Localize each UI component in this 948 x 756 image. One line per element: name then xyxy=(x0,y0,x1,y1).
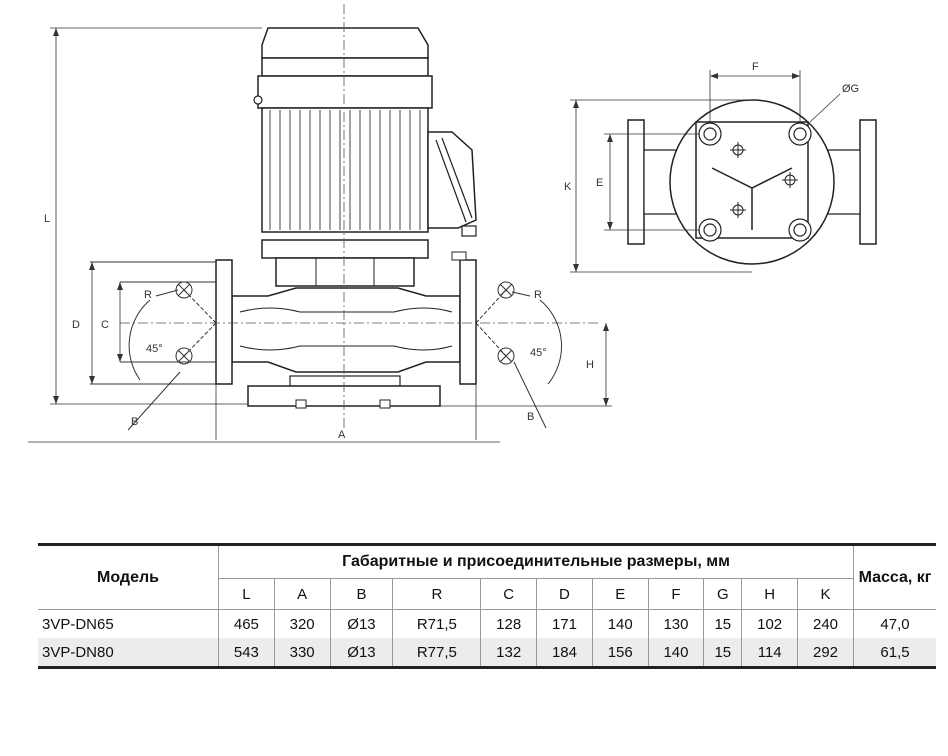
dim-label-angle-right: 45° xyxy=(530,347,547,359)
col-header: C xyxy=(480,578,538,610)
pump-front-view xyxy=(215,27,477,409)
value-cell: 184 xyxy=(536,638,593,668)
value-cell: 15 xyxy=(703,638,743,668)
dim-label-F: F xyxy=(752,61,759,73)
col-header: B xyxy=(330,578,394,610)
col-header: K xyxy=(820,585,831,603)
value-cell: 102 xyxy=(741,609,799,638)
dim-label-C: C xyxy=(101,319,109,331)
value-cell: 465 xyxy=(218,609,275,638)
table-header-row: Модель Габаритные и присоединительные ра… xyxy=(38,544,936,610)
col-header: D xyxy=(536,578,593,610)
dim-label-A: A xyxy=(338,429,346,441)
model-cell: 3VP-DN80 xyxy=(38,638,219,668)
dim-label-G: ØG xyxy=(842,83,859,95)
col-header: G xyxy=(703,578,743,610)
value-cell: Ø13 xyxy=(330,638,394,668)
value-cell: 240 xyxy=(813,615,839,633)
value-cell: 292 xyxy=(797,638,854,668)
dim-label-R-left: R xyxy=(144,289,152,301)
flange-bolt-detail-right xyxy=(475,281,562,429)
value-cell: R77,5 xyxy=(392,638,482,668)
value-cell: 330 xyxy=(274,638,331,668)
dimensions-table: Модель Габаритные и присоединительные ра… xyxy=(38,543,936,669)
value-cell: Ø13 xyxy=(330,609,394,638)
model-cell: 3VP-DN65 xyxy=(38,609,219,638)
table-row: 3VP-DN65 465 320 Ø13 R71,5 128 171 140 1… xyxy=(38,609,936,638)
value-cell: 114 xyxy=(741,638,799,668)
dim-label-B-left: B xyxy=(131,416,138,428)
dim-label-D: D xyxy=(72,319,80,331)
value-cell: 15 xyxy=(703,609,743,638)
value-cell: 140 xyxy=(592,609,649,638)
mass-cell: 61,5 xyxy=(853,638,936,668)
dim-label-H: H xyxy=(586,359,594,371)
dim-label-R-right: R xyxy=(534,289,542,301)
col-header: H xyxy=(741,578,799,610)
pump-dimension-drawing: L D C R R 45° 45° B B A H K E F ØG xyxy=(28,4,877,443)
value-cell: R71,5 xyxy=(392,609,482,638)
table-subheader-row: L A B R C D E F G H K xyxy=(38,578,936,610)
col-header: L xyxy=(218,578,275,610)
value-cell: 543 xyxy=(218,638,275,668)
dim-label-B-right: B xyxy=(527,411,534,423)
col-header: R xyxy=(392,578,482,610)
value-cell: 130 xyxy=(648,609,705,638)
col-header: E xyxy=(592,578,649,610)
value-cell: 128 xyxy=(480,609,538,638)
dim-label-angle-left: 45° xyxy=(146,343,163,355)
flange-bolt-detail-left xyxy=(90,261,217,431)
dim-label-K: K xyxy=(564,181,572,193)
mass-cell: 47,0 xyxy=(853,609,936,638)
pump-top-view xyxy=(627,99,877,265)
value-cell: 132 xyxy=(480,638,538,668)
value-cell: 140 xyxy=(648,638,705,668)
col-header: F xyxy=(648,578,705,610)
value-cell: 156 xyxy=(592,638,649,668)
model-column-header: Модель xyxy=(38,544,219,610)
col-header: A xyxy=(274,578,331,610)
table-row: 3VP-DN80 543 330 Ø13 R77,5 132 184 156 1… xyxy=(38,638,936,668)
mass-column-header: Масса, кг xyxy=(853,544,936,610)
dim-label-E: E xyxy=(596,177,603,189)
value-cell: 171 xyxy=(536,609,593,638)
value-cell: 320 xyxy=(274,609,331,638)
dimensions-group-header: Габаритные и присоединительные размеры, … xyxy=(218,544,854,579)
dim-label-L: L xyxy=(44,213,50,225)
